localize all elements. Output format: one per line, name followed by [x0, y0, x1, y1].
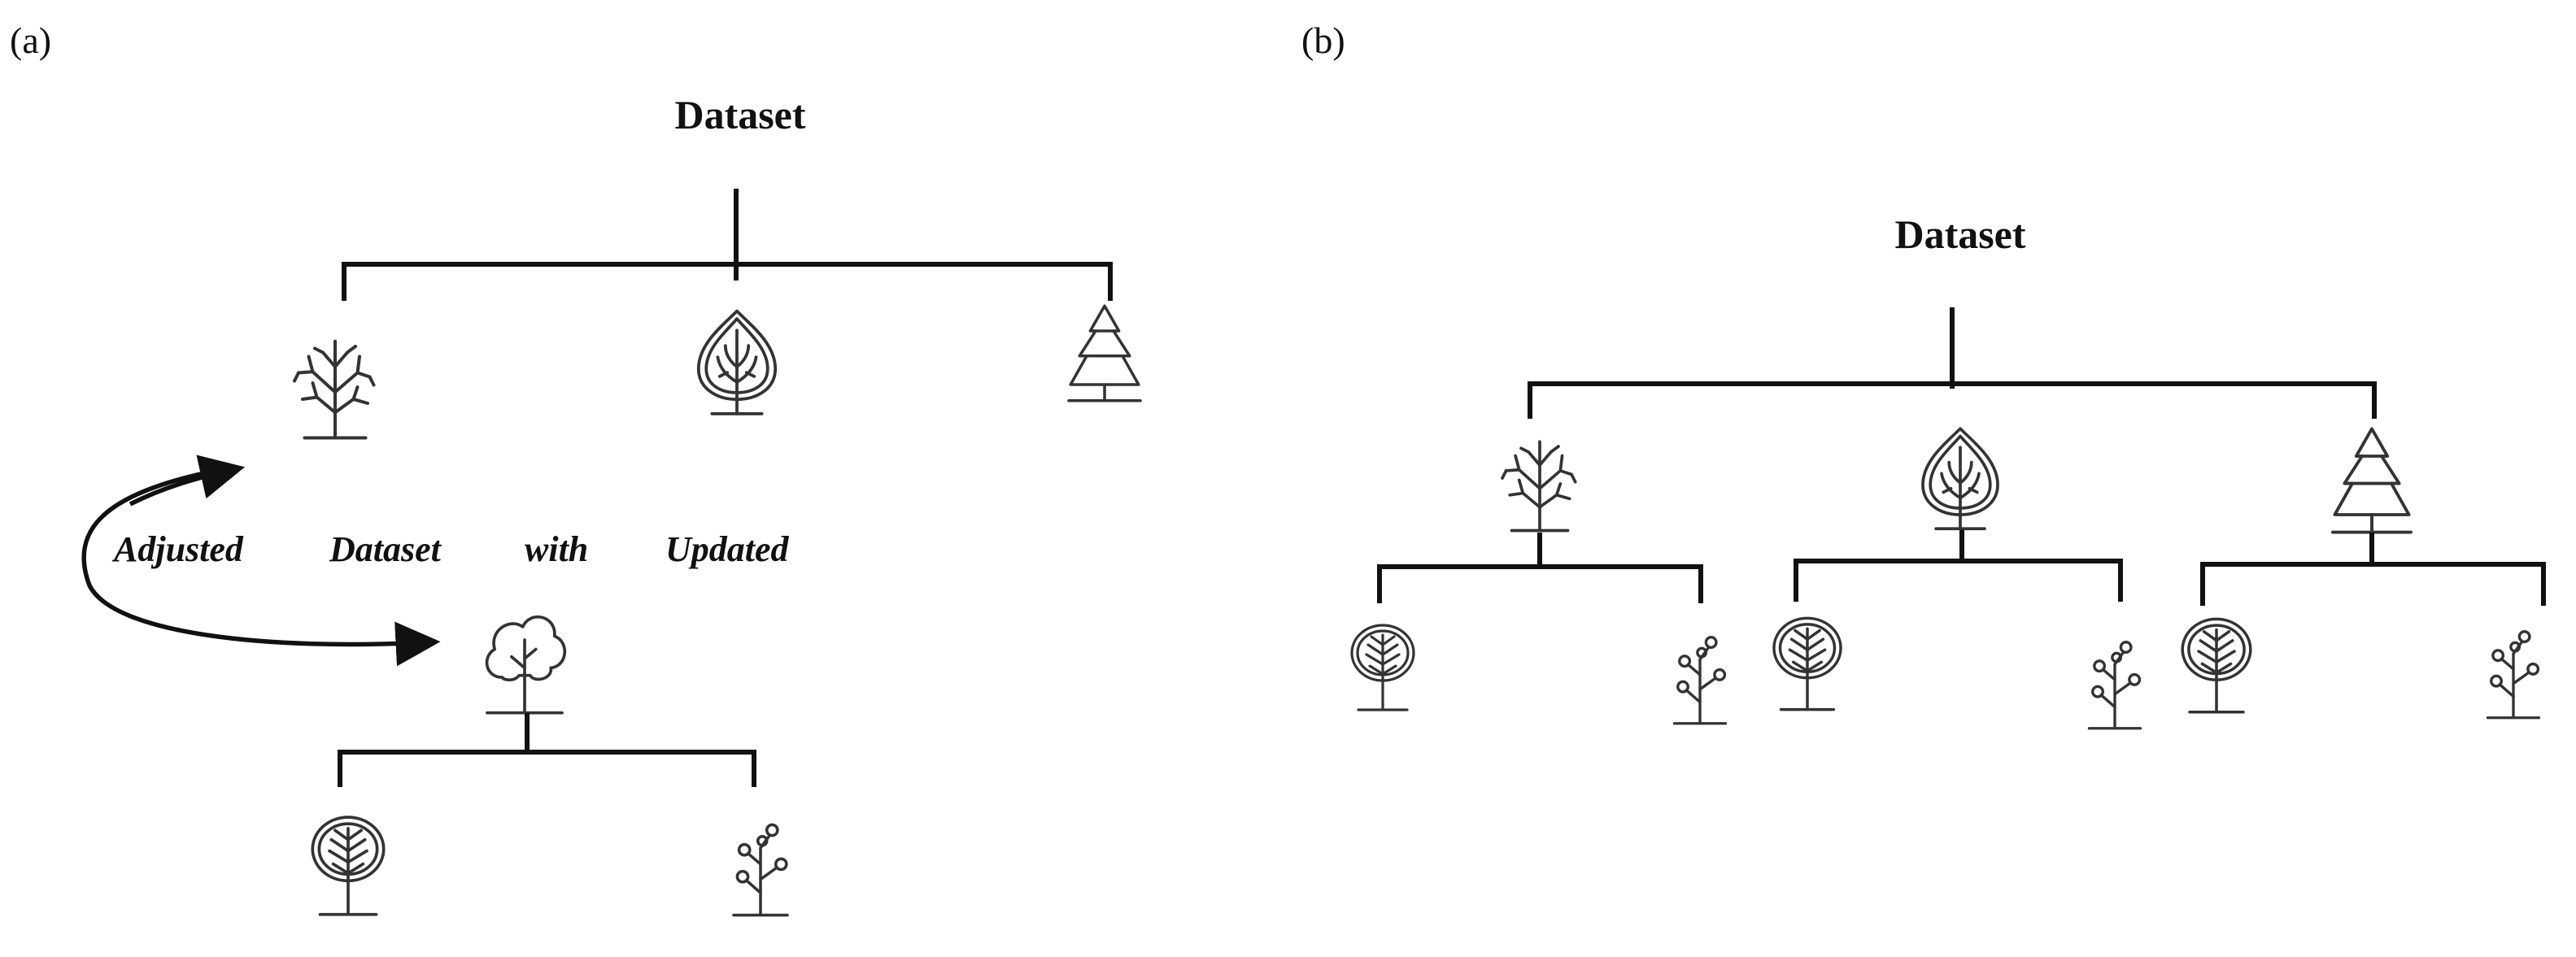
panel-a-label: (a)	[10, 20, 51, 61]
pine-tree-icon	[2331, 427, 2413, 534]
panel-b-sub-connectors	[1377, 530, 2546, 606]
panel-a-note: Adjusted Dataset with Updated	[111, 529, 790, 569]
pine-tree-icon	[1067, 304, 1142, 402]
note-word-adjusted: Adjusted	[111, 529, 244, 569]
berry-branch-icon	[2486, 630, 2541, 720]
adjust-arrow-head-top	[129, 455, 246, 507]
panel-a-root-title: Dataset	[674, 92, 805, 137]
panel-b-root-title: Dataset	[1894, 211, 2025, 257]
round-tree-icon	[311, 816, 386, 916]
panel-a-sub-connectors	[338, 713, 756, 787]
panel-b-root-connectors	[1528, 307, 2377, 419]
adjust-arrow	[81, 465, 441, 667]
leaf-shaped-tree-icon	[696, 309, 778, 415]
note-word-updated: Updated	[665, 529, 790, 569]
bare-branch-tree-icon	[293, 339, 376, 440]
round-tree-icon	[1350, 624, 1415, 711]
note-word-dataset: Dataset	[329, 529, 442, 569]
bare-branch-tree-icon	[1501, 440, 1577, 533]
panel-b-label: (b)	[1301, 20, 1345, 61]
panel-a-root-connectors	[342, 189, 1113, 301]
note-word-with: with	[525, 529, 588, 569]
berry-branch-icon	[1672, 636, 1728, 725]
round-tree-icon	[2181, 617, 2252, 714]
berry-branch-icon	[732, 823, 789, 917]
panel-a: (a) Dataset Adjusted Dataset with Update…	[10, 20, 1142, 917]
panel-b: (b) Dataset	[1301, 20, 2546, 730]
leaf-shaped-tree-icon	[1921, 427, 1999, 531]
cloud-tree-icon	[485, 615, 567, 715]
round-tree-icon	[1772, 616, 1842, 711]
berry-branch-icon	[2087, 641, 2142, 730]
